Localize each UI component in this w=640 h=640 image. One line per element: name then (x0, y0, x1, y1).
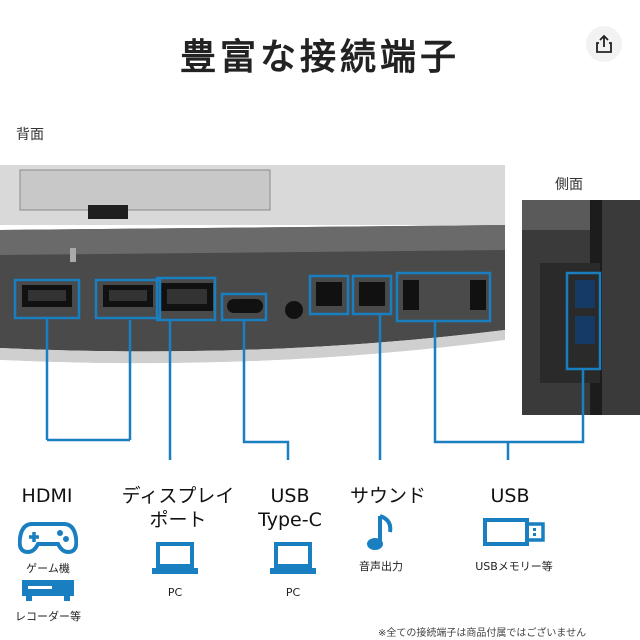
port-caption-sound: サウンド (349, 485, 426, 507)
hdmi-item-game: ゲーム機 (26, 562, 70, 575)
side-label: 側面 (555, 177, 583, 193)
port-caption-hdmi: HDMI (21, 485, 73, 507)
share-button[interactable] (586, 26, 622, 62)
usb-item-memory: USBメモリー等 (475, 560, 553, 573)
port-caption-usb-c: USB Type-C (258, 485, 322, 531)
sound-item-output: 音声出力 (359, 560, 403, 573)
share-icon (596, 34, 612, 53)
music-note-icon (367, 514, 393, 550)
back-label: 背面 (16, 127, 44, 143)
gamepad-icon (18, 522, 78, 555)
displayport-item-pc: PC (167, 586, 183, 599)
usb-stick-icon (483, 518, 545, 546)
page-title: 豊富な接続端子 (179, 37, 460, 78)
laptop-icon (270, 542, 316, 574)
footnote: ※全ての接続端子は商品付属ではございません (378, 628, 587, 639)
port-caption-displayport: ディスプレイ ポート (121, 485, 235, 531)
laptop-icon (152, 542, 198, 574)
port-caption-usb: USB (490, 485, 530, 507)
hdmi-item-recorder: レコーダー等 (15, 610, 81, 623)
usb-c-item-pc: PC (285, 586, 301, 599)
monitor-illustration (0, 165, 640, 460)
recorder-icon (22, 580, 74, 601)
